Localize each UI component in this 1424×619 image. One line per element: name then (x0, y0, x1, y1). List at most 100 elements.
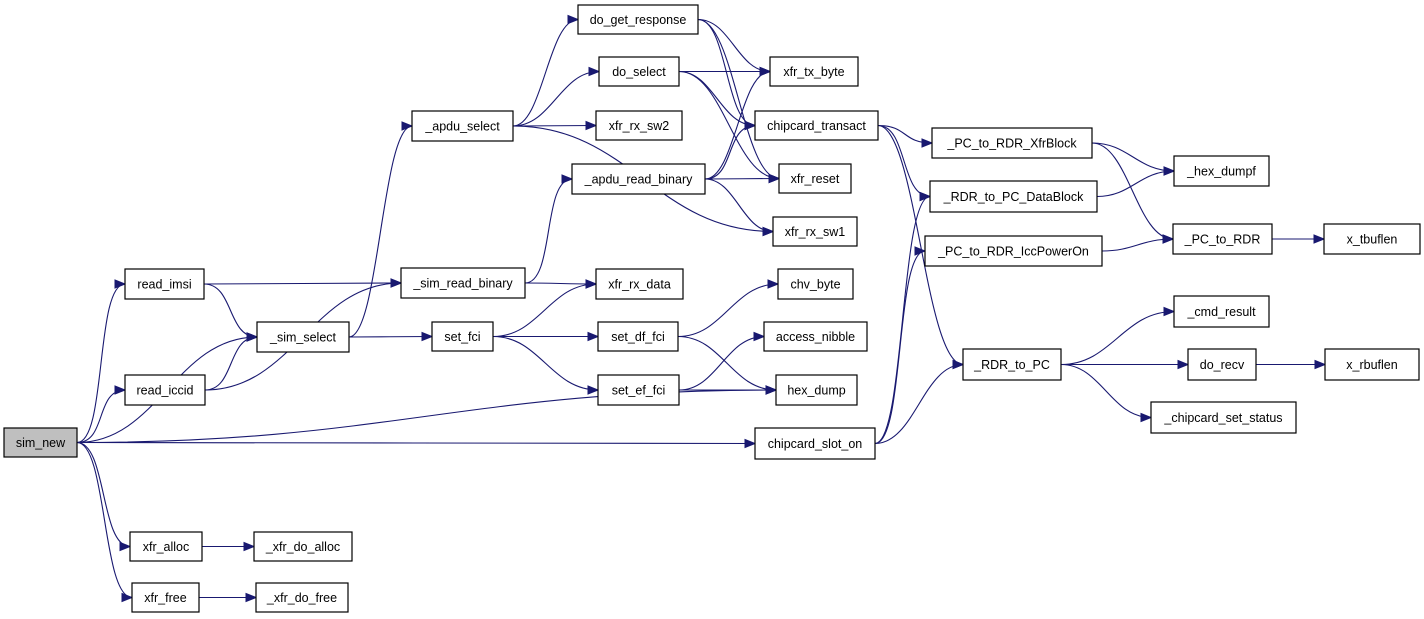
edge-arrowhead (587, 385, 600, 395)
edge-_PC_to_RDR_XfrBlock-to-_PC_to_RDR (1091, 142, 1175, 244)
edge-arrowhead (119, 541, 132, 552)
node-read_iccid[interactable]: read_iccid (124, 374, 206, 406)
node-x_tbuflen[interactable]: x_tbuflen (1323, 223, 1421, 255)
node-do_recv[interactable]: do_recv (1187, 348, 1257, 381)
node-box (595, 268, 684, 300)
edge-arrowhead (744, 120, 757, 131)
node-xfr_rx_data[interactable]: xfr_rx_data (595, 268, 684, 300)
edge-line (704, 178, 774, 233)
node-_sim_select[interactable]: _sim_select (256, 321, 350, 353)
edge-line (677, 283, 779, 338)
edge-set_ef_fci-to-hex_dump (679, 385, 778, 395)
node-read_imsi[interactable]: read_imsi (124, 268, 205, 300)
edge-line (677, 335, 777, 391)
edge-line (678, 335, 765, 391)
node-_PC_to_RDR[interactable]: _PC_to_RDR (1172, 223, 1273, 255)
node-xfr_free[interactable]: xfr_free (131, 582, 200, 613)
edge-arrowhead (762, 226, 775, 237)
edge-chipcard_transact-to-_PC_to_RDR_XfrBlock (877, 124, 934, 148)
node-x_rbuflen[interactable]: x_rbuflen (1324, 348, 1420, 381)
node-label: xfr_tx_byte (783, 65, 844, 79)
node-chv_byte[interactable]: chv_byte (777, 268, 854, 300)
node-label: sim_new (16, 436, 66, 450)
edge-line (76, 283, 126, 444)
node-label: _xfr_do_free (266, 591, 337, 605)
edge-_RDR_to_PC-to-do_recv (1061, 359, 1190, 370)
node-label: do_select (612, 65, 666, 79)
node-do_select[interactable]: do_select (598, 56, 680, 87)
node-do_get_response[interactable]: do_get_response (577, 4, 699, 35)
edge-set_df_fci-to-chv_byte (677, 279, 780, 338)
edge-line (697, 18, 771, 73)
edge-do_get_response-to-xfr_reset (697, 18, 781, 184)
node-access_nibble[interactable]: access_nibble (763, 321, 868, 352)
edge-line (874, 250, 926, 445)
node-label: chipcard_transact (767, 119, 866, 133)
node-_RDR_to_PC_DataBlock[interactable]: _RDR_to_PC_DataBlock (929, 180, 1098, 213)
node-box (253, 531, 353, 562)
edge-arrowhead (1314, 359, 1327, 370)
node-sim_new[interactable]: sim_new (3, 427, 78, 458)
edge-arrowhead (121, 592, 134, 603)
node-box (769, 56, 859, 87)
node-_apdu_read_binary[interactable]: _apdu_read_binary (571, 163, 706, 195)
node-label: _chipcard_set_status (1163, 411, 1282, 425)
node-box (1172, 223, 1273, 255)
node-xfr_alloc[interactable]: xfr_alloc (129, 531, 203, 562)
node-_chipcard_set_status[interactable]: _chipcard_set_status (1150, 401, 1297, 434)
edge-arrowhead (245, 592, 258, 603)
node-_PC_to_RDR_IccPowerOn[interactable]: _PC_to_RDR_IccPowerOn (924, 235, 1103, 267)
edge-_RDR_to_PC_DataBlock-to-_hex_dumpf (1096, 166, 1176, 198)
edge-arrowhead (114, 385, 127, 395)
edge-arrowhead (588, 66, 601, 77)
node-label: _hex_dumpf (1186, 165, 1256, 179)
edge-_sim_read_binary-to-xfr_rx_data (524, 279, 598, 289)
node-_cmd_result[interactable]: _cmd_result (1173, 295, 1270, 328)
edge-xfr_alloc-to-_xfr_do_alloc (202, 541, 256, 552)
edge-_sim_select-to-_apdu_select (348, 121, 414, 338)
node-hex_dump[interactable]: hex_dump (775, 374, 858, 406)
edge-do_recv-to-x_rbuflen (1256, 359, 1327, 370)
node-box (1324, 348, 1420, 381)
node-label: _sim_select (269, 331, 337, 345)
node-set_df_fci[interactable]: set_df_fci (597, 321, 679, 352)
node-_apdu_select[interactable]: _apdu_select (411, 110, 514, 142)
node-_RDR_to_PC[interactable]: _RDR_to_PC (962, 348, 1062, 381)
edge-arrowhead (585, 120, 598, 131)
node-_xfr_do_alloc[interactable]: _xfr_do_alloc (253, 531, 353, 562)
node-box (595, 110, 683, 141)
node-box (571, 163, 706, 195)
node-xfr_reset[interactable]: xfr_reset (778, 163, 852, 194)
edge-arrowhead (919, 191, 932, 202)
node-chipcard_slot_on[interactable]: chipcard_slot_on (754, 427, 876, 460)
edge-_PC_to_RDR_XfrBlock-to-_hex_dumpf (1091, 142, 1176, 176)
node-box (411, 110, 514, 142)
edge-arrowhead (114, 279, 127, 289)
node-label: hex_dump (787, 384, 845, 398)
node-box (778, 163, 852, 194)
node-xfr_rx_sw1[interactable]: xfr_rx_sw1 (772, 216, 858, 247)
node-set_fci[interactable]: set_fci (431, 321, 494, 352)
node-_xfr_do_free[interactable]: _xfr_do_free (255, 582, 349, 613)
node-label: set_df_fci (611, 330, 665, 344)
node-_PC_to_RDR_XfrBlock[interactable]: _PC_to_RDR_XfrBlock (931, 127, 1093, 159)
edge-arrowhead (585, 279, 598, 289)
edge-line (1096, 170, 1175, 198)
node-xfr_tx_byte[interactable]: xfr_tx_byte (769, 56, 859, 87)
edge-line (1101, 238, 1174, 252)
node-box (129, 531, 203, 562)
node-box (777, 268, 854, 300)
node-xfr_rx_sw2[interactable]: xfr_rx_sw2 (595, 110, 683, 141)
node-label: x_rbuflen (1346, 358, 1397, 372)
node-box (763, 321, 868, 352)
edge-line (76, 441, 133, 599)
node-_hex_dumpf[interactable]: _hex_dumpf (1173, 155, 1270, 187)
node-label: chipcard_slot_on (768, 437, 863, 451)
edge-line (1060, 363, 1152, 419)
node-set_ef_fci[interactable]: set_ef_fci (597, 374, 680, 406)
edge-do_select-to-chipcard_transact (678, 70, 757, 131)
edge-_sim_select-to-set_fci (348, 331, 434, 342)
node-chipcard_transact[interactable]: chipcard_transact (754, 110, 879, 141)
node-_sim_read_binary[interactable]: _sim_read_binary (400, 267, 526, 299)
